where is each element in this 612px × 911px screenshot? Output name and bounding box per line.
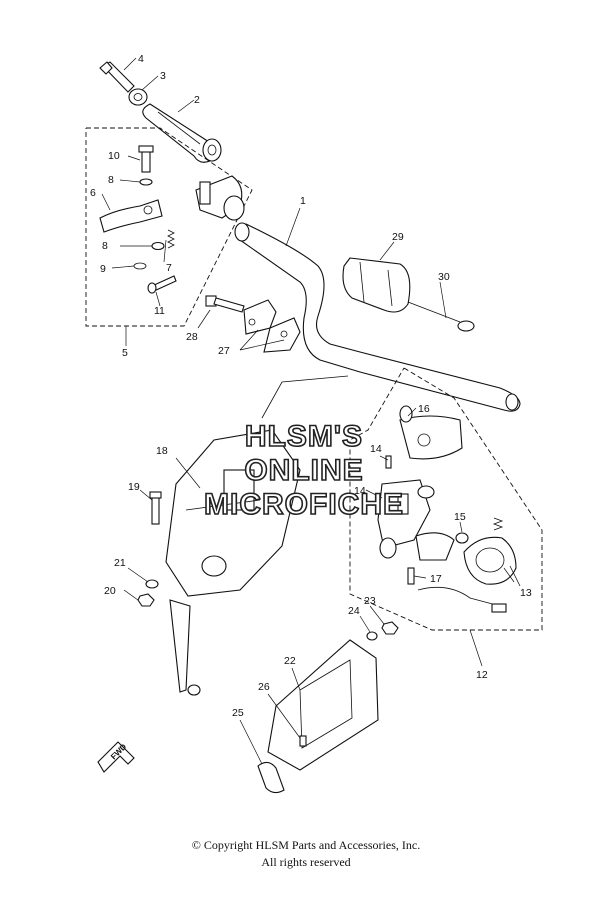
bolt-part-4 bbox=[99, 61, 135, 93]
nut-part-20 bbox=[137, 593, 155, 607]
pivot-bolt-part-10 bbox=[138, 145, 154, 173]
lever-bracket-holder bbox=[195, 175, 245, 221]
callout-25: 25 bbox=[232, 707, 244, 719]
callout-9: 9 bbox=[100, 263, 106, 275]
watermark-line-1: HLSM'S bbox=[245, 420, 363, 453]
screw-part-17 bbox=[407, 567, 415, 585]
callout-13: 13 bbox=[520, 587, 532, 599]
callout-12: 12 bbox=[476, 669, 488, 681]
screw-part-14a bbox=[385, 455, 392, 469]
callout-19: 19 bbox=[128, 481, 140, 493]
handlebar-leader-lines bbox=[261, 375, 349, 419]
callout-29: 29 bbox=[392, 231, 404, 243]
switch-assembly-outline-12 bbox=[349, 367, 543, 631]
nut-part-23 bbox=[381, 621, 399, 635]
switch-cable bbox=[417, 586, 507, 613]
callout-14b: 14 bbox=[354, 485, 366, 497]
fwd-arrow-icon: FWD bbox=[97, 741, 135, 773]
stay-arm bbox=[169, 599, 201, 696]
callout-labels: 4 3 2 10 8 6 8 9 7 11 5 1 29 30 28 27 16… bbox=[90, 53, 532, 719]
callout-8b: 8 bbox=[102, 240, 108, 252]
lever-assembly-outline-5 bbox=[85, 127, 253, 327]
callout-30: 30 bbox=[438, 271, 450, 283]
callout-5: 5 bbox=[122, 347, 128, 359]
callout-1: 1 bbox=[300, 195, 306, 207]
watermark: HLSM'S ONLINE MICROFICHE bbox=[203, 419, 404, 522]
callout-24: 24 bbox=[348, 605, 360, 617]
callout-28: 28 bbox=[186, 331, 198, 343]
box-part-22 bbox=[267, 639, 379, 771]
callout-20: 20 bbox=[104, 585, 116, 597]
bolt-part-28 bbox=[205, 295, 245, 313]
strap-part-30 bbox=[407, 301, 475, 332]
callout-11: 11 bbox=[154, 305, 165, 317]
callout-18: 18 bbox=[156, 445, 168, 457]
callout-2: 2 bbox=[194, 94, 200, 106]
washer-part-8b bbox=[151, 241, 165, 251]
handlebar-part-1 bbox=[234, 222, 521, 412]
washer-part-21 bbox=[145, 579, 159, 589]
callout-8a: 8 bbox=[108, 174, 114, 186]
lever-part-6 bbox=[99, 199, 163, 233]
callout-26: 26 bbox=[258, 681, 270, 693]
callout-6: 6 bbox=[90, 187, 96, 199]
washer-part-15 bbox=[455, 532, 469, 544]
grip-part-2 bbox=[142, 103, 222, 163]
switch-housing-part-16 bbox=[399, 405, 463, 460]
leader-lines bbox=[101, 57, 515, 765]
callout-21: 21 bbox=[114, 557, 126, 569]
copyright-notice: © Copyright HLSM Parts and Accessories, … bbox=[191, 838, 421, 852]
callout-4: 4 bbox=[138, 53, 144, 65]
callout-10: 10 bbox=[108, 150, 120, 162]
washer-part-8a bbox=[139, 178, 153, 186]
bolt-part-11 bbox=[147, 275, 177, 294]
watermark-line-2: ONLINE bbox=[244, 454, 363, 487]
callout-27: 27 bbox=[218, 345, 230, 357]
screw-part-26 bbox=[299, 735, 307, 747]
callout-7: 7 bbox=[166, 262, 172, 274]
callout-16: 16 bbox=[418, 403, 430, 415]
callout-15: 15 bbox=[454, 511, 466, 523]
spring-part-7 bbox=[167, 229, 175, 249]
rights-notice: All rights reserved bbox=[261, 855, 351, 869]
bracket-part-18 bbox=[165, 429, 301, 597]
bolt-part-19 bbox=[149, 491, 162, 525]
switch-body-part-14b bbox=[377, 479, 455, 561]
callout-17: 17 bbox=[430, 573, 442, 585]
callout-14a: 14 bbox=[370, 443, 382, 455]
callout-3: 3 bbox=[160, 70, 166, 82]
callout-23: 23 bbox=[364, 595, 376, 607]
watermark-line-3: MICROFICHE bbox=[204, 488, 404, 521]
collar-part-3 bbox=[128, 88, 148, 106]
horn-part-13 bbox=[463, 517, 521, 587]
washer-part-24 bbox=[366, 631, 378, 641]
handlebar-pad-part-29 bbox=[342, 257, 411, 313]
clamp-part-25 bbox=[257, 761, 285, 794]
clip-part-9 bbox=[133, 262, 147, 270]
callout-22: 22 bbox=[284, 655, 296, 667]
handlebar-holder-part-27 bbox=[243, 299, 301, 353]
